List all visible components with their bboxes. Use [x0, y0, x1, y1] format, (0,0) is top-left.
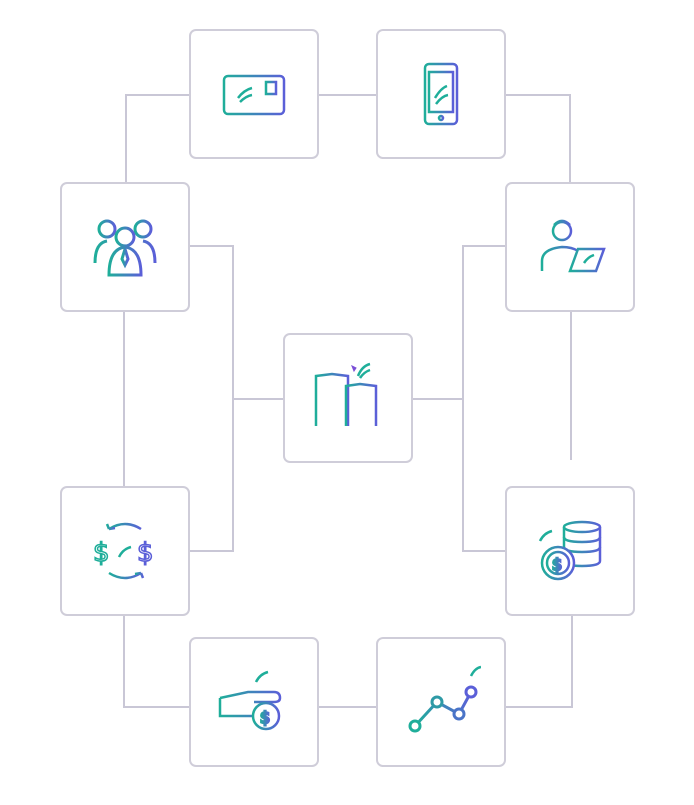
svg-text:$: $ [137, 538, 154, 568]
node-team [60, 182, 190, 312]
team-icon [93, 219, 157, 277]
hand-coin-icon: $ [218, 670, 282, 731]
buildings-icon [314, 362, 378, 426]
connector-tablet-worker [506, 94, 571, 183]
svg-text:$: $ [552, 555, 562, 574]
line-chart-icon [408, 665, 481, 733]
node-worker [505, 182, 635, 312]
person-laptop-icon [540, 219, 606, 273]
node-exchange: $ $ [60, 486, 190, 616]
connector-team-exchange-left [189, 245, 234, 552]
credit-card-icon [222, 74, 286, 116]
node-coins: $ [505, 486, 635, 616]
connector-growth-coins [506, 615, 573, 708]
svg-text:$: $ [93, 538, 110, 568]
node-growth [376, 637, 506, 767]
connector-worker-coins-right [462, 245, 506, 552]
svg-text:$: $ [260, 708, 270, 727]
tablet-icon [423, 62, 459, 126]
node-card [189, 29, 319, 159]
connector-exchange-payment [123, 615, 190, 708]
node-payment: $ [189, 637, 319, 767]
coins-stack-icon: $ [538, 520, 602, 581]
connector-card-team [125, 94, 190, 183]
node-company [283, 333, 413, 463]
node-tablet [376, 29, 506, 159]
currency-exchange-icon: $ $ [92, 522, 154, 580]
